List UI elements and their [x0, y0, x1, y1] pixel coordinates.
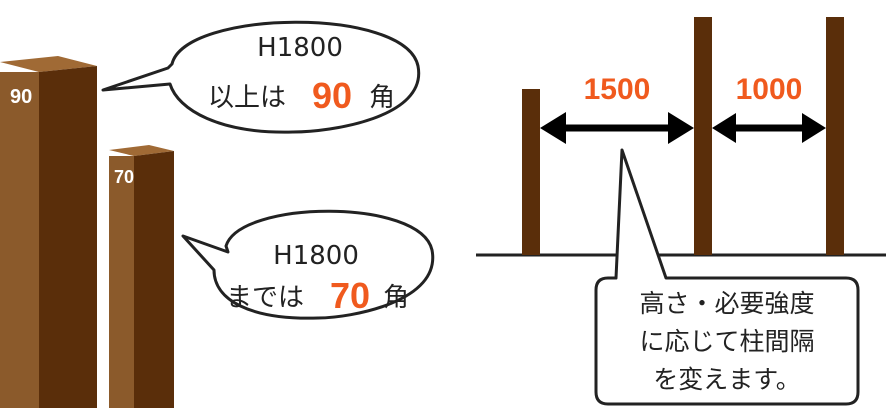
callout-lower-unit: 角: [383, 283, 409, 313]
post-70-side: [134, 151, 174, 408]
span-right-label: 1000: [736, 73, 803, 106]
post-90-side: [39, 66, 97, 408]
callout-upper-value: 90: [312, 75, 352, 116]
post-70: 70: [109, 145, 174, 408]
callout-lower-line1: H1800: [273, 241, 359, 271]
fence-post-middle: [694, 17, 712, 255]
callout-upper: H1800 以上は 90 角: [101, 20, 421, 134]
fence-post-left: [522, 89, 540, 255]
dimension-arrow-right: [712, 113, 826, 143]
fence-post-right: [826, 17, 844, 255]
spacing-note: 高さ・必要強度 に応じて柱間隔 を変えます。: [594, 148, 860, 406]
callout-upper-line1: H1800: [257, 33, 343, 63]
dimension-arrow-left: [540, 112, 694, 144]
spacing-note-box: [594, 148, 860, 406]
post-90-label: 90: [10, 86, 32, 108]
spacing-note-line-1: 高さ・必要強度: [639, 289, 814, 318]
callout-upper-unit: 角: [369, 83, 395, 113]
post-70-top: [109, 145, 174, 156]
post-70-label: 70: [114, 167, 134, 187]
callout-upper-prefix: 以上は: [208, 83, 286, 113]
post-70-front: [109, 156, 134, 408]
post-90: 90: [0, 56, 97, 408]
spacing-note-line-2: に応じて柱間隔: [639, 327, 814, 356]
spacing-note-line-3: を変えます。: [653, 365, 801, 394]
callout-lower: H1800 までは 70 角: [181, 209, 435, 320]
callout-lower-prefix: までは: [226, 283, 304, 313]
callout-lower-bubble: [181, 209, 435, 320]
post-90-top: [0, 56, 97, 72]
callout-lower-value: 70: [330, 275, 370, 316]
post-90-front: [0, 72, 39, 408]
span-left-label: 1500: [584, 73, 651, 106]
callout-upper-bubble: [101, 20, 421, 134]
